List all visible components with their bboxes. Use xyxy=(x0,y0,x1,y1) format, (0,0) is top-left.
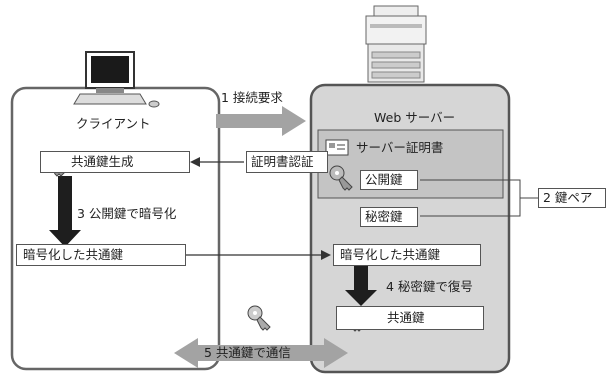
certificate-auth-label: 証明書認証 xyxy=(251,153,314,169)
key-icon xyxy=(247,305,271,331)
server-certificate-label: サーバー証明書 xyxy=(356,140,444,155)
common-key-label: 共通鍵 xyxy=(387,309,425,325)
server-encrypted-key-label: 暗号化した共通鍵 xyxy=(340,246,441,262)
computer-icon xyxy=(73,51,160,108)
step-1-label: 1 接続要求 xyxy=(221,90,283,105)
server-label: Web サーバー xyxy=(374,110,456,125)
common-key-box: 共通鍵 xyxy=(336,306,484,330)
client-encrypted-key-label: 暗号化した共通鍵 xyxy=(23,246,124,262)
step-4-label: 4 秘密鍵で復号 xyxy=(386,279,473,294)
certificate-icon xyxy=(325,139,349,156)
key-pair-box: 2 鍵ペア xyxy=(538,188,606,208)
step-3-label: 3 公開鍵で暗号化 xyxy=(77,206,177,221)
common-key-generation-box: 共通鍵生成 xyxy=(40,151,190,173)
public-key-label: 公開鍵 xyxy=(365,171,403,187)
printer-server-icon xyxy=(365,5,427,83)
common-key-generation-label: 共通鍵生成 xyxy=(71,153,134,169)
private-key-label: 秘密鍵 xyxy=(365,208,403,224)
arrow-communicate xyxy=(174,338,348,368)
key-icon xyxy=(329,165,353,191)
server-encrypted-key-box: 暗号化した共通鍵 xyxy=(333,244,481,266)
public-key-box: 公開鍵 xyxy=(360,170,418,190)
private-key-box: 秘密鍵 xyxy=(360,207,418,227)
key-pair-label: 2 鍵ペア xyxy=(543,189,593,205)
client-encrypted-key-box: 暗号化した共通鍵 xyxy=(16,244,186,266)
client-label: クライアント xyxy=(76,116,151,131)
arrow-decrypt xyxy=(345,266,377,306)
certificate-auth-box: 証明書認証 xyxy=(246,151,328,173)
step-5-label: 5 共通鍵で通信 xyxy=(204,345,291,360)
arrow-connect-request xyxy=(216,106,306,136)
arrow-encrypt xyxy=(49,176,81,247)
